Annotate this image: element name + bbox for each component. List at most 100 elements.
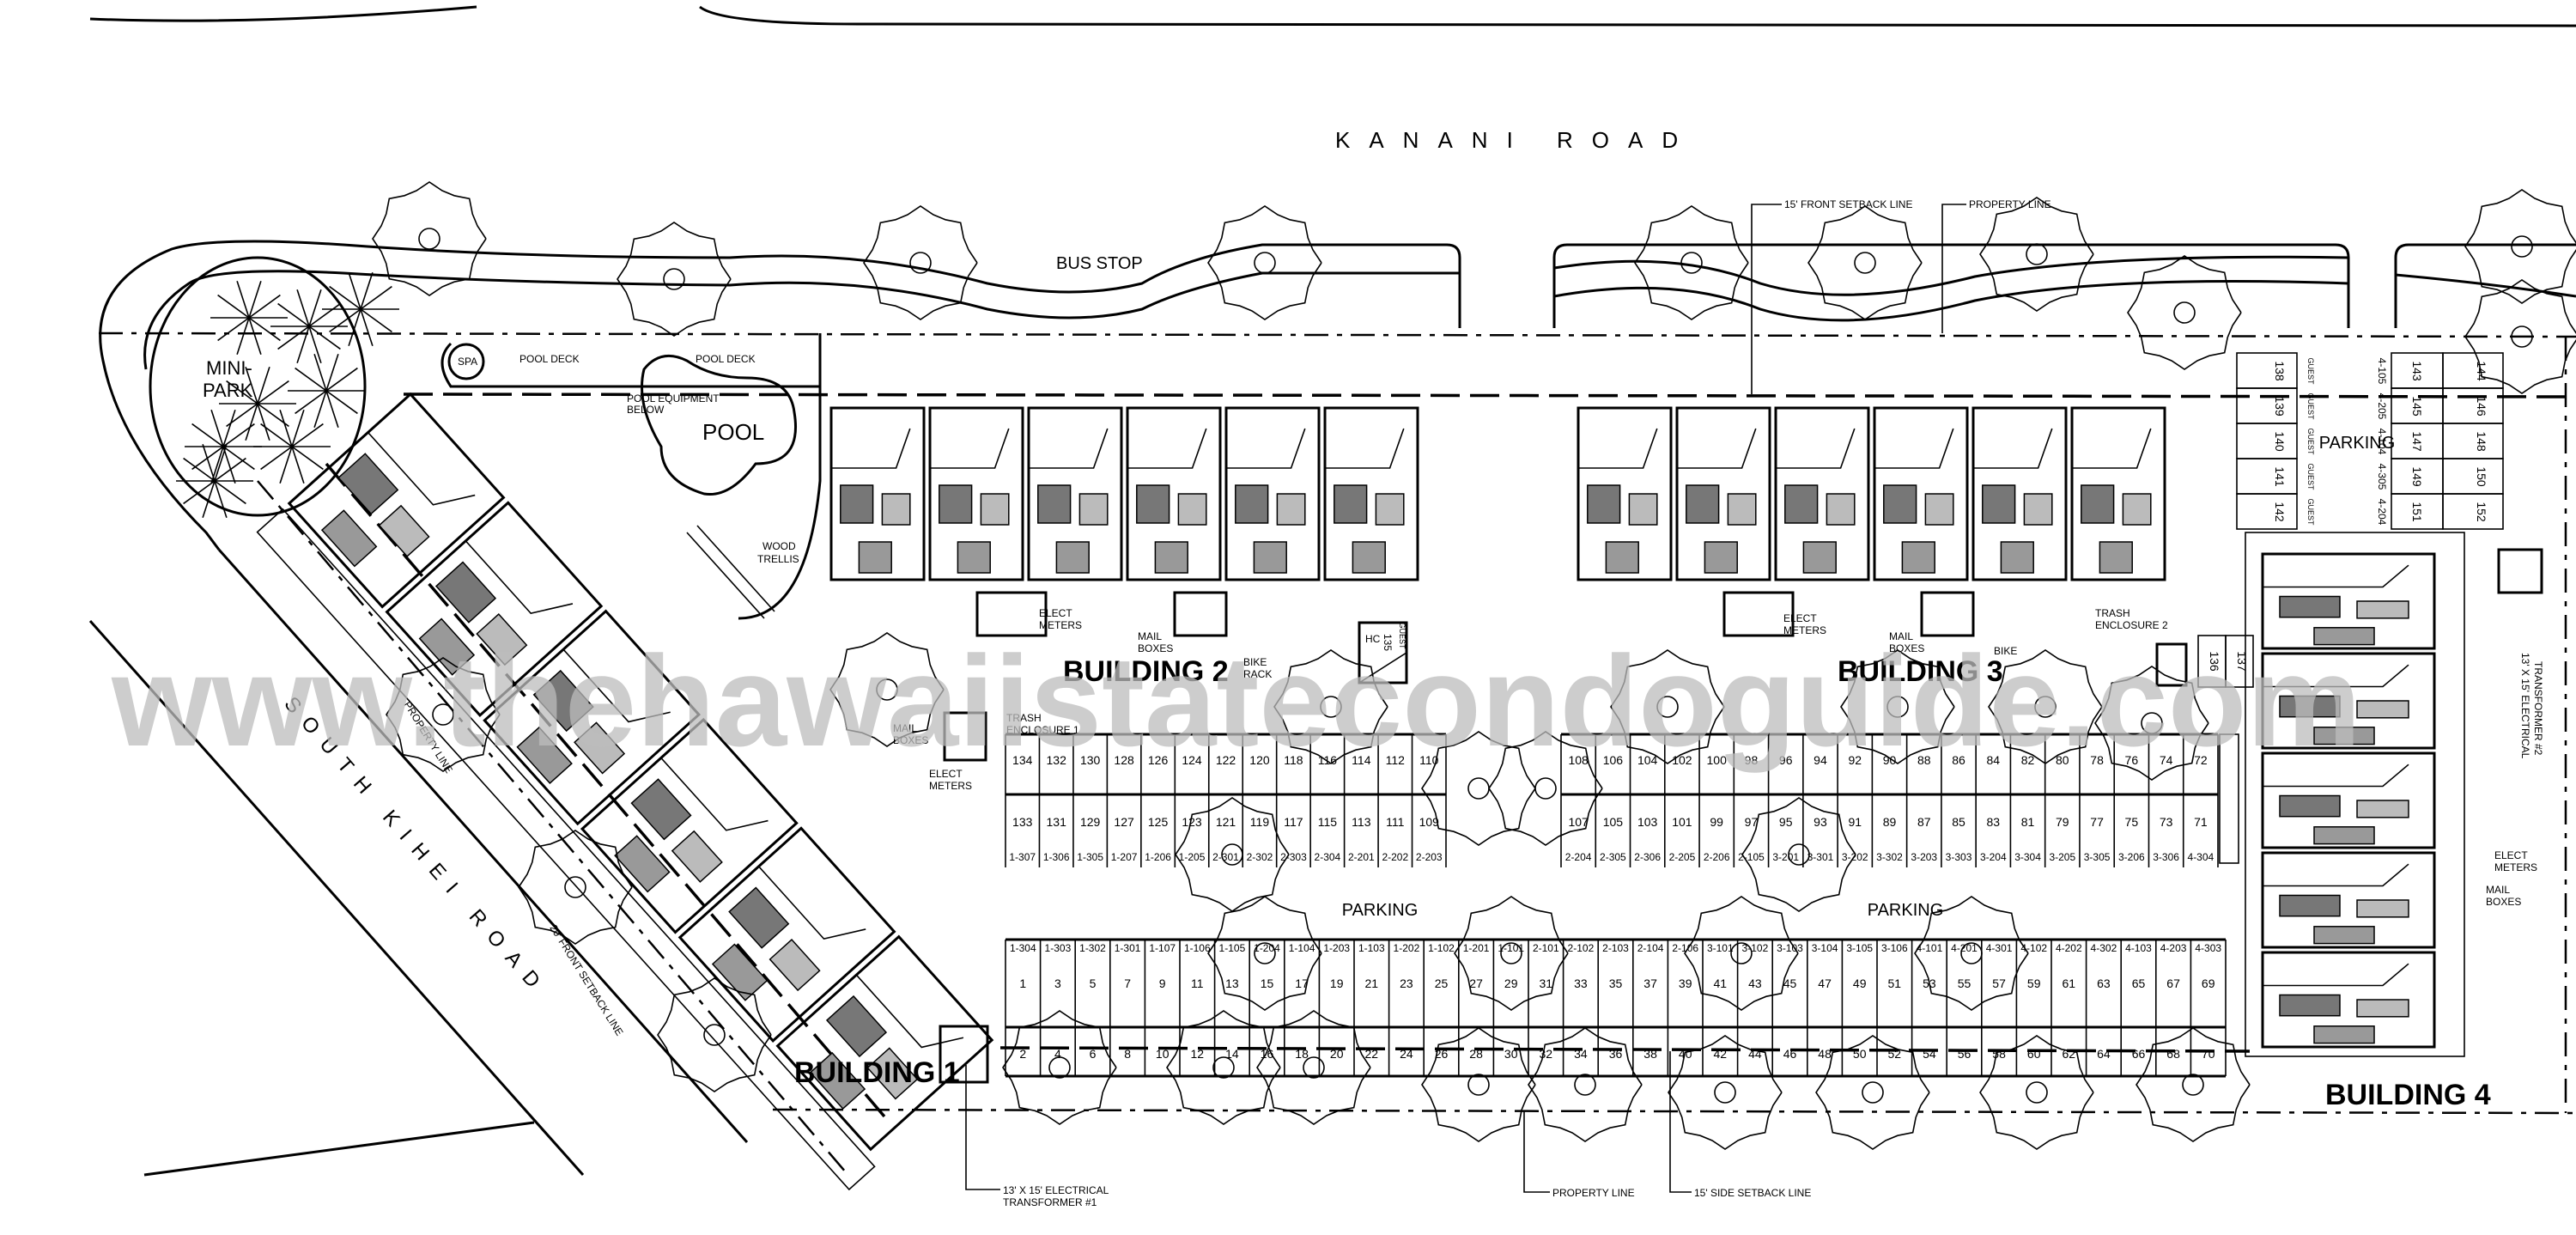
parking-stall-number: 46: [1783, 1047, 1797, 1061]
tree-icon: [1668, 1035, 1783, 1150]
svg-text:TRANSFORMER #2: TRANSFORMER #2: [2532, 661, 2544, 756]
road-edge-top-left: [89, 5, 477, 22]
svg-text:WOOD: WOOD: [762, 540, 796, 552]
guest-label: GUEST: [2306, 463, 2315, 490]
pool-area: SPA POOL DECK POOL DECK POOL POOL EQUIPM…: [440, 333, 822, 620]
tree-icon: [1840, 649, 1955, 764]
stall-unit-label: 2-106: [1672, 942, 1698, 954]
stall-unit-label: 3-301: [1807, 851, 1834, 863]
parking-stall-number: 75: [2125, 815, 2139, 829]
setback-line-bottom: [999, 1046, 2251, 1053]
unit: [677, 826, 896, 1043]
svg-text:ELECT: ELECT: [1039, 607, 1072, 619]
stall-unit-label: 4-204: [2376, 499, 2388, 526]
parking-stall-number: 113: [1352, 815, 1371, 829]
tree-icon: [1273, 649, 1388, 764]
stall-unit-label: 1-103: [1358, 942, 1385, 954]
stall-unit-label: 3-103: [1777, 942, 1803, 954]
stall-unit-label: 1-107: [1149, 942, 1176, 954]
parking-stall-number: 26: [1435, 1047, 1449, 1061]
parking-stall-number: 13: [1225, 976, 1239, 990]
stall-unit-label: 3-205: [2049, 851, 2075, 863]
svg-text:PROPERTY LINE: PROPERTY LINE: [1552, 1187, 1635, 1199]
parking-stall-number: 71: [2194, 815, 2208, 829]
unit: [775, 934, 994, 1152]
parking-stall-number: 100: [1707, 753, 1728, 767]
stall-unit-label: 4-303: [2195, 942, 2221, 954]
parking-stall: [2225, 635, 2254, 688]
stall-unit-label: 2-205: [1669, 851, 1696, 863]
palm-tree-icon: [270, 289, 348, 364]
stall-unit-label: 1-202: [1394, 942, 1420, 954]
parking-stall-number: 47: [1818, 976, 1832, 990]
parking-stall-number: 136: [2208, 651, 2221, 672]
parking-stall-number: 68: [2166, 1047, 2180, 1061]
parking-stall-number: 2: [1019, 1047, 1026, 1061]
parking-stall-number: 90: [1883, 753, 1897, 767]
parking-stall-number: 28: [1469, 1047, 1483, 1061]
parking-stall-number: 118: [1284, 753, 1303, 767]
parking-stall-number: 114: [1352, 753, 1371, 767]
tree-icon: [1528, 1027, 1643, 1142]
parking-stall-number: 152: [2475, 502, 2488, 522]
stall-unit-label: 4-103: [2125, 942, 2152, 954]
stall-unit-label: 4-102: [2020, 942, 2047, 954]
svg-text:BOXES: BOXES: [1138, 642, 1173, 654]
parking-stall-number: 30: [1504, 1047, 1518, 1061]
parking-stall-number: 44: [1748, 1047, 1762, 1061]
parking-stall-number: 103: [1637, 815, 1658, 829]
parking-stall-number: 19: [1330, 976, 1344, 990]
parking-stall-number: 4: [1054, 1047, 1061, 1061]
parking-stall-number: 148: [2475, 431, 2488, 452]
stall-unit-label: 4-301: [1986, 942, 2013, 954]
parking-stall-number: 3: [1054, 976, 1061, 990]
parking-stall-number: 95: [1779, 815, 1793, 829]
tree-icon: [1741, 797, 1856, 912]
svg-text:POOL DECK: POOL DECK: [519, 353, 580, 365]
tree-icon: [1634, 205, 1749, 320]
stall-unit-label: 2-202: [1382, 851, 1408, 863]
parking-stall-number: 94: [1814, 753, 1827, 767]
parking-stall-number: 127: [1114, 815, 1134, 829]
parking-stall-number: 119: [1250, 815, 1270, 829]
stall-unit-label: 3-105: [1846, 942, 1873, 954]
parking-stall-number: 1: [1019, 976, 1026, 990]
parking-stall-number: 42: [1714, 1047, 1728, 1061]
parking-stall-number: 36: [1609, 1047, 1623, 1061]
parking-stall-number: 80: [2056, 753, 2069, 767]
parking-stall-number: 149: [2410, 466, 2424, 487]
unit: [287, 392, 506, 609]
tree-icon: [518, 830, 633, 945]
parking-stall-number: 24: [1400, 1047, 1413, 1061]
sidewalk-kihei: [217, 549, 749, 1143]
tree-icon: [1002, 1010, 1117, 1125]
parking-stall-number: 120: [1249, 753, 1270, 767]
unit: [1774, 406, 1870, 581]
tree-icon: [1684, 896, 1799, 1011]
parking-stall-number: 101: [1672, 815, 1692, 829]
parking-stall-number: 88: [1917, 753, 1931, 767]
setback-line-top: [403, 392, 2576, 398]
svg-text:HC: HC: [1365, 633, 1381, 645]
parking-stall-number: 92: [1848, 753, 1862, 767]
parking-stall-number: 21: [1365, 976, 1379, 990]
svg-text:TRASH: TRASH: [2095, 607, 2130, 619]
building-3: [1577, 406, 2166, 637]
watermark: www.thehawaiistatecondoguide.com: [111, 629, 2361, 773]
parking-stall-number: 17: [1295, 976, 1309, 990]
parking-stall-number: 78: [2090, 753, 2104, 767]
parking-stall-number: 66: [2132, 1047, 2146, 1061]
parking-stall-number: 27: [1469, 976, 1483, 990]
svg-text:METERS: METERS: [1039, 619, 1082, 631]
parking-stall-number: 50: [1853, 1047, 1867, 1061]
stall-unit-label: 1-301: [1115, 942, 1141, 954]
parking-stall-number: 111: [1386, 815, 1404, 829]
stall-unit-label: 1-204: [1254, 942, 1280, 954]
tree-icon: [863, 205, 978, 320]
svg-text:13' X 15' ELECTRICAL: 13' X 15' ELECTRICAL: [1003, 1184, 1109, 1196]
palm-tree-icon: [210, 280, 288, 356]
palm-tree-icon: [288, 353, 365, 429]
parking-stall-number: 143: [2410, 361, 2424, 381]
parking-stall: [2236, 458, 2298, 495]
tree-icon: [1979, 1035, 2094, 1150]
